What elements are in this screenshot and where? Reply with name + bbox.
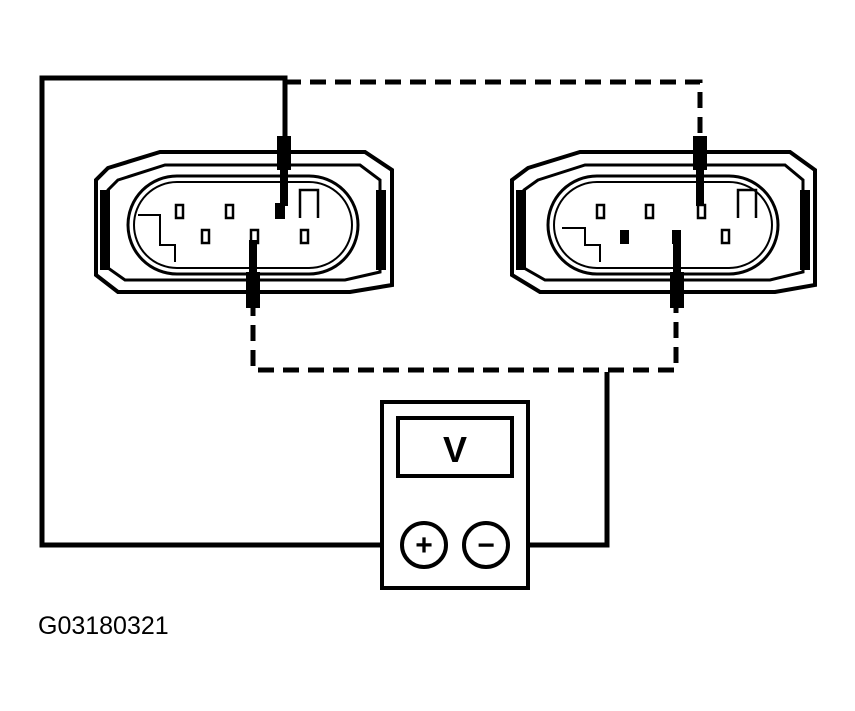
positive-lead-wire [39,75,400,548]
left-connector [94,136,394,308]
probe-bottom-left [246,272,260,308]
voltmeter: V + − [380,400,530,590]
alternate-top-wire-dashed [285,79,703,140]
negative-terminal-symbol: − [477,529,495,562]
alternate-bottom-wire-dashed [250,300,679,373]
right-connector [510,136,817,308]
voltmeter-display [396,416,514,478]
figure-id-code: G03180321 [38,612,169,640]
probe-top-left [277,136,291,170]
positive-terminal [400,521,448,569]
negative-terminal [462,521,510,569]
probe-top-right [693,136,707,170]
voltmeter-display-symbol: V [443,429,467,470]
positive-terminal-symbol: + [415,529,433,562]
negative-lead-wire [510,372,610,548]
probe-bottom-right [670,272,684,308]
